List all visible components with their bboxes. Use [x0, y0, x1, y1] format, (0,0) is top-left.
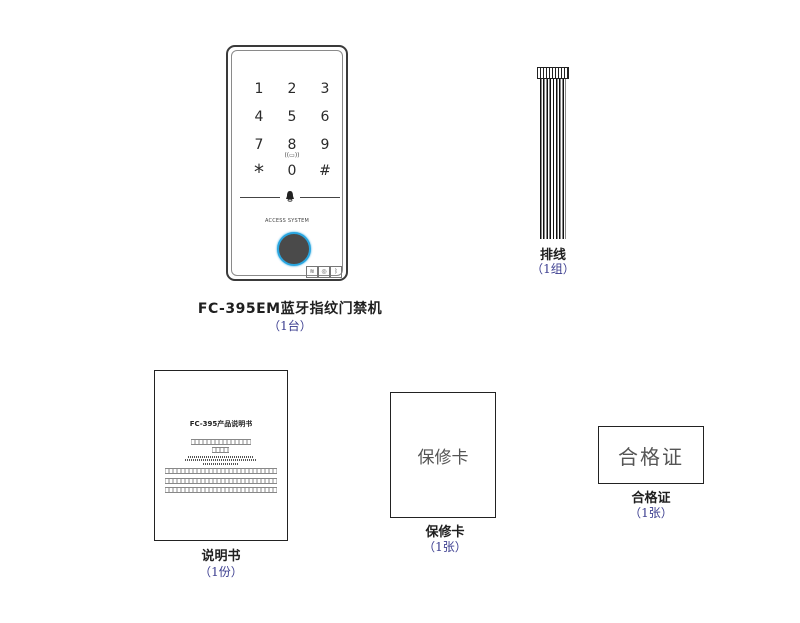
manual-text-line — [212, 447, 229, 453]
device-faceplate: 1 2 3 4 5 6 7 8 9 ((▭)) * 0 # ACCESS SYS… — [231, 50, 343, 278]
manual-qty: （1份） — [199, 565, 243, 579]
key-5: 5 — [287, 109, 297, 125]
fingerprint-icon: ◎ — [318, 266, 330, 278]
card-reader-icon: ((▭)) — [284, 152, 300, 159]
manual-text-line — [165, 478, 277, 484]
bell-icon — [286, 191, 294, 202]
certificate-card-text: 合格证 — [618, 444, 684, 469]
fingerprint-sensor — [277, 232, 311, 266]
key-9: 9 — [320, 137, 330, 153]
manual-dot-line — [188, 456, 254, 458]
key-8: 8 — [287, 137, 297, 153]
device-label: FC-395EM蓝牙指纹门禁机 — [197, 301, 383, 317]
access-system-text: ACCESS SYSTEM — [265, 218, 309, 224]
manual-text-line — [191, 439, 251, 445]
key-star: * — [254, 160, 264, 184]
cable-connector — [537, 67, 569, 79]
manual-cover-title: FC-395产品说明书 — [189, 420, 253, 428]
cable-qty: （1组） — [531, 262, 575, 276]
warranty-card: 保修卡 — [390, 392, 496, 518]
divider-left — [240, 197, 280, 198]
key-3: 3 — [320, 81, 330, 97]
certificate-qty: （1张） — [629, 506, 673, 520]
certificate-label: 合格证 — [631, 491, 671, 506]
access-control-keypad-device: 1 2 3 4 5 6 7 8 9 ((▭)) * 0 # ACCESS SYS… — [226, 45, 348, 281]
key-4: 4 — [254, 109, 264, 125]
certificate-card: 合格证 — [598, 426, 704, 484]
divider-right — [300, 197, 340, 198]
key-1: 1 — [254, 81, 264, 97]
device-qty: （1台） — [268, 319, 312, 333]
key-0: 0 — [287, 163, 297, 179]
warranty-label: 保修卡 — [425, 525, 465, 540]
warranty-qty: （1张） — [423, 540, 467, 554]
manual-text-line — [165, 468, 277, 474]
key-6: 6 — [320, 109, 330, 125]
key-7: 7 — [254, 137, 264, 153]
manual-label: 说明书 — [201, 549, 241, 564]
manual-dot-line — [203, 463, 239, 465]
cable-wires — [540, 79, 566, 239]
key-2: 2 — [287, 81, 297, 97]
manual-text-line — [165, 487, 277, 493]
key-hash: # — [319, 163, 331, 179]
rfid-icon: ≋ — [306, 266, 318, 278]
cable-label: 排线 — [539, 248, 566, 263]
manual-dot-line — [185, 459, 257, 461]
manual-booklet: FC-395产品说明书 — [154, 370, 288, 541]
bluetooth-icon: ᛒ — [330, 266, 342, 278]
warranty-card-text: 保修卡 — [417, 447, 469, 468]
